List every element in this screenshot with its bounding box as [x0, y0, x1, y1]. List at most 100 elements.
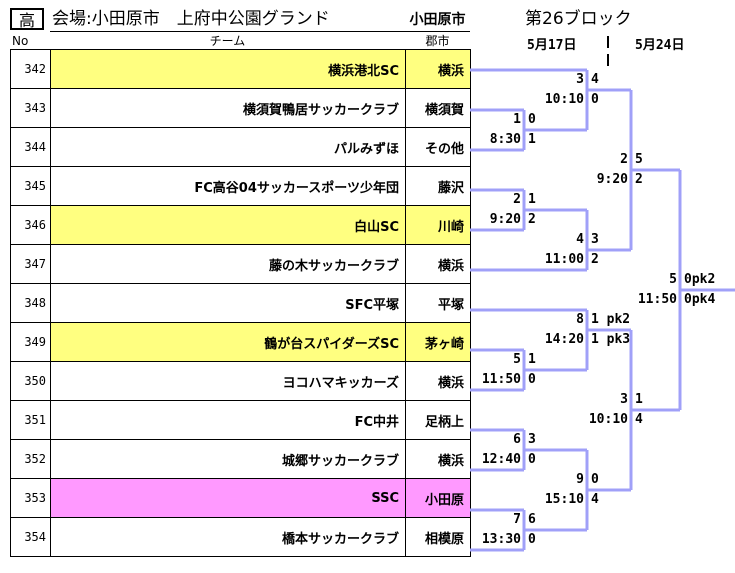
column-header-city: 郡市	[425, 34, 450, 48]
score-top: 1 pk2	[591, 312, 631, 327]
column-header-no: No	[12, 34, 29, 48]
match-number: 5	[669, 272, 677, 287]
team-city: 横須賀	[405, 88, 471, 128]
team-number: 345	[10, 166, 51, 206]
score-bottom: 0	[528, 372, 536, 387]
match-time: 12:40	[481, 452, 521, 467]
team-name: SFC平塚	[50, 283, 406, 323]
team-name: 藤の木サッカークラブ	[50, 244, 406, 284]
team-number: 349	[10, 322, 51, 362]
match-time: 9:20	[596, 172, 628, 187]
date-separator	[607, 36, 609, 48]
team-name: 橋本サッカークラブ	[50, 517, 406, 557]
header-underline	[50, 31, 470, 32]
team-name: 鶴が台スパイダーズSC	[50, 322, 406, 362]
score-top: 0	[591, 472, 599, 487]
date-round2: 5月24日	[635, 38, 685, 53]
team-name: FC中井	[50, 400, 406, 440]
match-time: 8:30	[489, 132, 521, 147]
score-bottom: 1	[528, 132, 536, 147]
match-number: 9	[576, 472, 584, 487]
team-name: 白山SC	[50, 205, 406, 245]
match-number: 5	[513, 352, 521, 367]
match-time: 9:20	[489, 212, 521, 227]
match-number: 4	[576, 232, 584, 247]
date-round1: 5月17日	[527, 38, 577, 53]
match-number: 3	[620, 392, 628, 407]
grade-badge: 高	[10, 8, 44, 30]
team-number: 347	[10, 244, 51, 284]
team-name: パルみずほ	[50, 127, 406, 167]
match-time: 10:10	[544, 92, 584, 107]
score-top: 5	[635, 152, 643, 167]
match-time: 11:50	[481, 372, 521, 387]
team-city: 相模原	[405, 517, 471, 557]
date-separator	[607, 54, 609, 66]
team-city: 藤沢	[405, 166, 471, 206]
score-top: 1	[528, 192, 536, 207]
team-city: 横浜	[405, 439, 471, 479]
score-top: 3	[591, 232, 599, 247]
match-number: 1	[513, 112, 521, 127]
score-bottom: 2	[528, 212, 536, 227]
team-city: 横浜	[405, 244, 471, 284]
score-bottom: 4	[591, 492, 599, 507]
match-number: 2	[620, 152, 628, 167]
score-top: 4	[591, 72, 599, 87]
block-title: 第26ブロック	[525, 9, 632, 29]
score-top: 3	[528, 432, 536, 447]
score-bottom: 4	[635, 412, 643, 427]
score-bottom: 0pk4	[684, 292, 716, 307]
team-number: 351	[10, 400, 51, 440]
team-city: 横浜	[405, 49, 471, 89]
score-top: 6	[528, 512, 536, 527]
venue-city: 小田原市	[409, 12, 466, 28]
venue-title: 会場:小田原市 上府中公園グランド	[52, 9, 330, 29]
match-time: 13:30	[481, 532, 521, 547]
match-number: 8	[576, 312, 584, 327]
team-number: 352	[10, 439, 51, 479]
score-bottom: 1 pk3	[591, 332, 631, 347]
team-name: SSC	[50, 478, 406, 518]
score-bottom: 2	[635, 172, 643, 187]
match-time: 11:00	[544, 252, 584, 267]
team-city: 小田原	[405, 478, 471, 518]
score-bottom: 2	[591, 252, 599, 267]
match-number: 2	[513, 192, 521, 207]
team-city: 足柄上	[405, 400, 471, 440]
team-city: その他	[405, 127, 471, 167]
team-name: 横浜港北SC	[50, 49, 406, 89]
team-city: 平塚	[405, 283, 471, 323]
team-number: 354	[10, 517, 51, 557]
score-top: 1	[635, 392, 643, 407]
match-number: 3	[576, 72, 584, 87]
match-time: 14:20	[544, 332, 584, 347]
score-top: 0	[528, 112, 536, 127]
score-bottom: 0	[528, 452, 536, 467]
match-number: 6	[513, 432, 521, 447]
match-time: 11:50	[637, 292, 677, 307]
match-time: 10:10	[588, 412, 628, 427]
score-bottom: 0	[591, 92, 599, 107]
match-number: 7	[513, 512, 521, 527]
score-top: 1	[528, 352, 536, 367]
score-bottom: 0	[528, 532, 536, 547]
team-city: 川崎	[405, 205, 471, 245]
team-number: 343	[10, 88, 51, 128]
score-top: 0pk2	[684, 272, 716, 287]
column-header-team: チーム	[209, 34, 246, 48]
